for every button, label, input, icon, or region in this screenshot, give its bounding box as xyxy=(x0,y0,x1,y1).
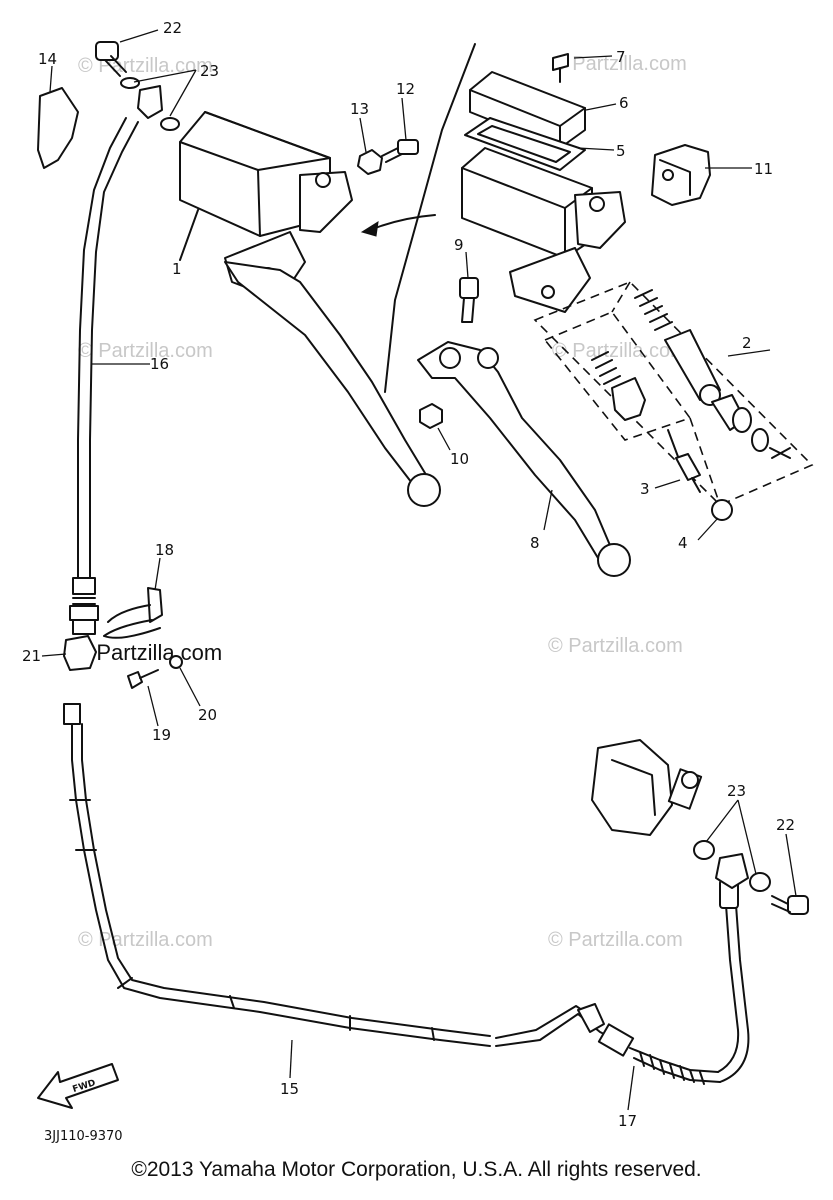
cap-part-14 xyxy=(37,87,79,169)
spring-large xyxy=(634,289,673,331)
piston-kit-box xyxy=(533,281,814,506)
fwd-arrow: FWD xyxy=(37,1063,119,1109)
washer-23-c xyxy=(693,840,715,860)
nut-part-13 xyxy=(357,149,383,175)
master-cylinder-left xyxy=(179,111,441,507)
boot-part-4 xyxy=(711,499,733,521)
spring-small xyxy=(591,351,621,385)
grommet-part-21 xyxy=(63,635,97,671)
callout-22-top: 22 xyxy=(163,19,182,37)
callout-8: 8 xyxy=(530,534,540,552)
callout-13: 13 xyxy=(350,100,369,118)
lever-part-8 xyxy=(417,341,631,577)
callout-18: 18 xyxy=(155,541,174,559)
watermark-6: © Partzilla.com xyxy=(548,635,683,657)
leader-lines xyxy=(41,29,797,1111)
callout-19: 19 xyxy=(152,726,171,744)
nut-part-10 xyxy=(419,403,443,429)
copyright-notice: ©2013 Yamaha Motor Corporation, U.S.A. A… xyxy=(131,1158,702,1181)
piston-cup xyxy=(611,377,646,421)
bolt-part-9 xyxy=(459,277,479,323)
watermark-2: © Partzilla.com xyxy=(552,53,687,75)
washer-23-a xyxy=(120,77,140,89)
bracket-part-11 xyxy=(651,144,711,206)
callout-labels: 22 14 23 7 6 5 11 12 13 1 9 2 16 10 3 8 … xyxy=(22,19,795,1130)
callout-9: 9 xyxy=(454,236,464,254)
banjo-fitting-bottom xyxy=(715,853,749,889)
callout-2: 2 xyxy=(742,334,752,352)
callout-15: 15 xyxy=(280,1080,299,1098)
callout-17: 17 xyxy=(618,1112,637,1130)
callout-16: 16 xyxy=(150,355,169,373)
inset-arrow xyxy=(360,214,436,237)
bolt-part-19 xyxy=(127,669,159,689)
callout-14: 14 xyxy=(38,50,57,68)
bolt-part-22-bottom xyxy=(771,895,809,915)
callout-22-bottom: 22 xyxy=(776,816,795,834)
washer-23-b xyxy=(160,117,180,131)
callout-12: 12 xyxy=(396,80,415,98)
watermark-3: © Partzilla.com xyxy=(78,340,213,362)
callout-7: 7 xyxy=(616,48,626,66)
master-cylinder-right xyxy=(461,71,626,313)
watermark-5: © Partzilla.com xyxy=(74,640,222,665)
banjo-fitting-top xyxy=(137,85,163,119)
hose-part-16 xyxy=(69,117,139,635)
caliper-housing xyxy=(591,739,703,836)
bolt-part-12 xyxy=(381,139,419,163)
bolt-part-22-top xyxy=(95,41,127,77)
screw-part-7 xyxy=(552,53,569,83)
piston-seals xyxy=(732,407,791,459)
push-rod-part-3 xyxy=(667,429,701,493)
watermark-4: © Partzilla.com xyxy=(552,340,687,362)
washer-23-d xyxy=(749,872,771,892)
callout-10: 10 xyxy=(450,450,469,468)
callout-23-top: 23 xyxy=(200,62,219,80)
callout-4: 4 xyxy=(678,534,688,552)
callout-6: 6 xyxy=(619,94,629,112)
diagram-code: 3JJ110-9370 xyxy=(44,1129,123,1144)
clamp-part-18 xyxy=(103,587,163,639)
callout-21: 21 xyxy=(22,647,41,665)
callout-11: 11 xyxy=(754,160,773,178)
callout-5: 5 xyxy=(616,142,626,160)
callout-1: 1 xyxy=(172,260,182,278)
watermark-8: © Partzilla.com xyxy=(548,929,683,951)
callout-3: 3 xyxy=(640,480,650,498)
watermark-7: © Partzilla.com xyxy=(78,929,213,951)
inset-divider xyxy=(384,43,476,393)
callout-23-bottom: 23 xyxy=(727,782,746,800)
washer-part-20 xyxy=(169,655,183,669)
callout-20: 20 xyxy=(198,706,217,724)
hose-part-15 xyxy=(63,703,750,1085)
